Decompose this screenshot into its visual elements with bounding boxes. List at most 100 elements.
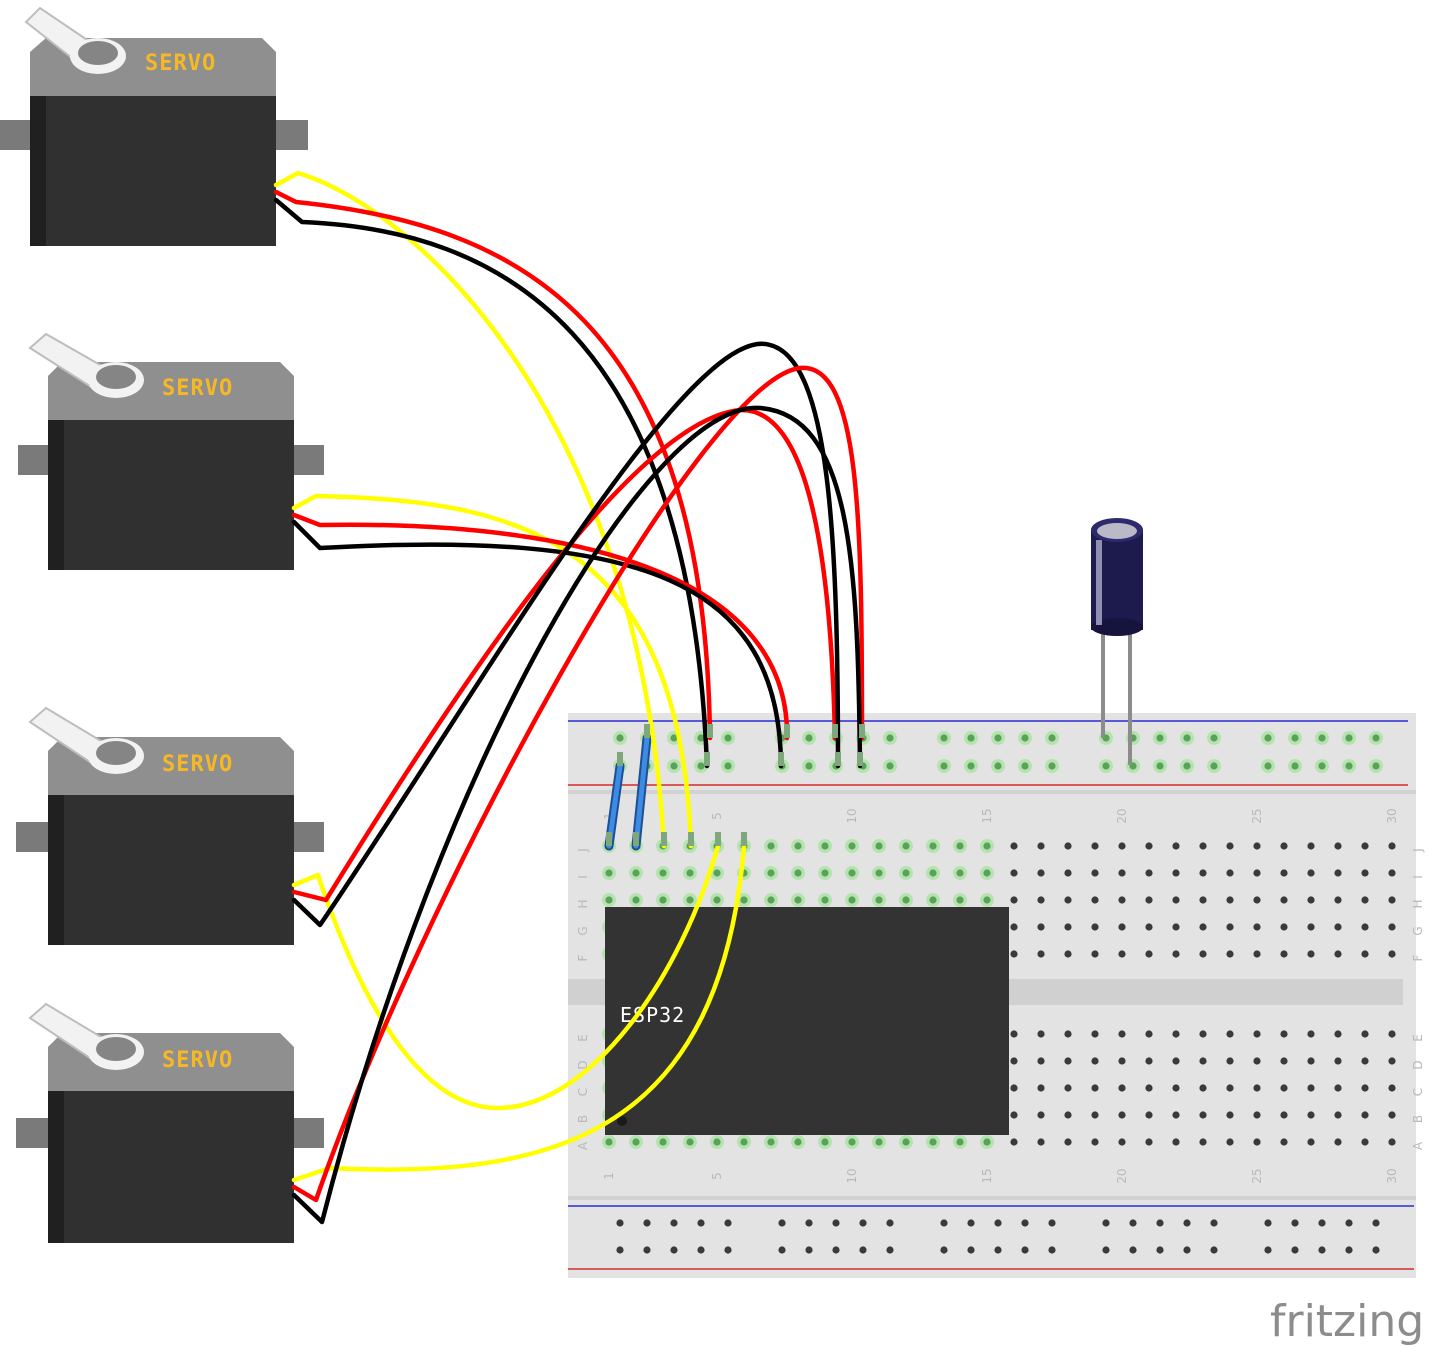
breadboard-hole[interactable] (1199, 1057, 1207, 1065)
breadboard-hole[interactable] (1388, 1057, 1396, 1065)
breadboard-hole[interactable] (1361, 1138, 1369, 1146)
breadboard-hole[interactable] (848, 869, 856, 877)
breadboard-hole[interactable] (1388, 896, 1396, 904)
breadboard-hole[interactable] (1010, 896, 1018, 904)
breadboard-hole[interactable] (1199, 869, 1207, 877)
rail-hole[interactable] (805, 1219, 813, 1227)
breadboard-hole[interactable] (875, 842, 883, 850)
breadboard-hole[interactable] (1388, 869, 1396, 877)
breadboard-hole[interactable] (740, 1138, 748, 1146)
rail-hole[interactable] (1021, 762, 1029, 770)
rail-hole[interactable] (1183, 1219, 1191, 1227)
breadboard-hole[interactable] (1253, 923, 1261, 931)
breadboard-hole[interactable] (1010, 950, 1018, 958)
servo-4-signal-wire[interactable] (291, 843, 747, 1183)
rail-hole[interactable] (940, 734, 948, 742)
rail-hole[interactable] (1210, 734, 1218, 742)
rail-hole[interactable] (1345, 1219, 1353, 1227)
rail-hole[interactable] (1048, 762, 1056, 770)
breadboard-hole[interactable] (1145, 1030, 1153, 1038)
breadboard-hole[interactable] (659, 896, 667, 904)
rail-hole[interactable] (1372, 762, 1380, 770)
breadboard-hole[interactable] (1280, 896, 1288, 904)
breadboard-hole[interactable] (1118, 1138, 1126, 1146)
breadboard-hole[interactable] (1280, 842, 1288, 850)
breadboard-hole[interactable] (767, 896, 775, 904)
breadboard-hole[interactable] (1091, 1030, 1099, 1038)
breadboard-hole[interactable] (686, 896, 694, 904)
breadboard-hole[interactable] (1388, 1030, 1396, 1038)
breadboard-hole[interactable] (1199, 923, 1207, 931)
rail-hole[interactable] (1318, 1219, 1326, 1227)
breadboard-hole[interactable] (1226, 950, 1234, 958)
breadboard-hole[interactable] (1199, 896, 1207, 904)
breadboard-hole[interactable] (1037, 923, 1045, 931)
rail-hole[interactable] (967, 762, 975, 770)
rail-hole[interactable] (724, 762, 732, 770)
rail-hole[interactable] (1318, 762, 1326, 770)
breadboard-hole[interactable] (1334, 842, 1342, 850)
rail-hole[interactable] (1291, 734, 1299, 742)
breadboard-hole[interactable] (1226, 923, 1234, 931)
breadboard-hole[interactable] (821, 896, 829, 904)
breadboard-hole[interactable] (956, 896, 964, 904)
rail-hole[interactable] (724, 1246, 732, 1254)
breadboard-hole[interactable] (821, 842, 829, 850)
servo-1-power-wire[interactable] (273, 189, 713, 741)
rail-hole[interactable] (1210, 762, 1218, 770)
breadboard-hole[interactable] (632, 896, 640, 904)
breadboard-hole[interactable] (1145, 1084, 1153, 1092)
rail-hole[interactable] (616, 734, 624, 742)
rail-hole[interactable] (1102, 1246, 1110, 1254)
breadboard-hole[interactable] (632, 869, 640, 877)
breadboard-hole[interactable] (1388, 1111, 1396, 1119)
rail-hole[interactable] (1156, 1219, 1164, 1227)
rail-hole[interactable] (1210, 1246, 1218, 1254)
rail-hole[interactable] (1345, 762, 1353, 770)
breadboard-hole[interactable] (1010, 1084, 1018, 1092)
breadboard-hole[interactable] (1172, 1111, 1180, 1119)
breadboard-hole[interactable] (1388, 842, 1396, 850)
breadboard-hole[interactable] (1361, 842, 1369, 850)
servo-1-signal-wire[interactable] (273, 170, 667, 849)
rail-hole[interactable] (1183, 734, 1191, 742)
breadboard-hole[interactable] (1361, 1111, 1369, 1119)
breadboard-hole[interactable] (1064, 1057, 1072, 1065)
breadboard-hole[interactable] (848, 842, 856, 850)
breadboard-hole[interactable] (821, 1138, 829, 1146)
rail-hole[interactable] (1318, 734, 1326, 742)
breadboard-hole[interactable] (1064, 869, 1072, 877)
breadboard-hole[interactable] (1037, 1111, 1045, 1119)
breadboard-hole[interactable] (1118, 1030, 1126, 1038)
rail-hole[interactable] (805, 734, 813, 742)
rail-hole[interactable] (778, 1246, 786, 1254)
rail-hole[interactable] (1372, 1246, 1380, 1254)
rail-hole[interactable] (697, 1219, 705, 1227)
breadboard-hole[interactable] (1199, 1030, 1207, 1038)
breadboard-hole[interactable] (1037, 1057, 1045, 1065)
breadboard-hole[interactable] (1010, 1138, 1018, 1146)
breadboard-hole[interactable] (740, 896, 748, 904)
breadboard-hole[interactable] (1334, 923, 1342, 931)
breadboard-hole[interactable] (929, 842, 937, 850)
breadboard-hole[interactable] (1280, 1030, 1288, 1038)
breadboard-hole[interactable] (929, 869, 937, 877)
breadboard-hole[interactable] (1253, 869, 1261, 877)
breadboard-hole[interactable] (1226, 1138, 1234, 1146)
rail-hole[interactable] (1372, 1219, 1380, 1227)
breadboard-hole[interactable] (1253, 1057, 1261, 1065)
breadboard-hole[interactable] (1280, 1111, 1288, 1119)
rail-hole[interactable] (859, 1246, 867, 1254)
breadboard-hole[interactable] (983, 842, 991, 850)
breadboard-hole[interactable] (1145, 1138, 1153, 1146)
breadboard-hole[interactable] (1037, 896, 1045, 904)
breadboard-hole[interactable] (875, 1138, 883, 1146)
breadboard-hole[interactable] (794, 869, 802, 877)
breadboard-hole[interactable] (659, 869, 667, 877)
servo-2-ground-wire[interactable] (291, 519, 784, 769)
breadboard-hole[interactable] (1280, 1084, 1288, 1092)
breadboard-hole[interactable] (1226, 896, 1234, 904)
rail-hole[interactable] (1264, 762, 1272, 770)
breadboard-hole[interactable] (713, 896, 721, 904)
rail-hole[interactable] (1291, 1246, 1299, 1254)
